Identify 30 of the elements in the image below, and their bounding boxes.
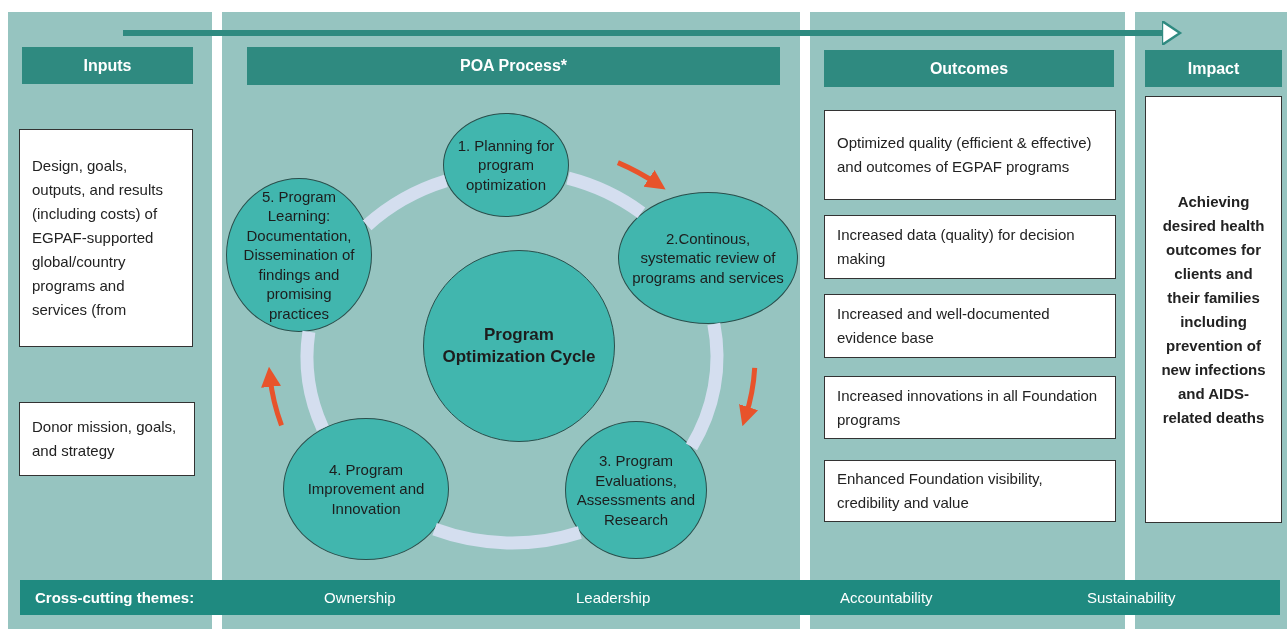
cycle-step-circle: 5. Program Learning: Documentation, Dissemination of findings and promising practices [226,178,372,332]
text-box: Donor mission, goals, and strategy [19,402,195,476]
section-header: POA Process* [247,47,780,85]
cycle-step-circle: 3. Program Evaluations, Assessments and Research [565,421,707,559]
text-box: Design, goals, outputs, and results (including costs) of EGPAF-supported global/country programs and services (from [19,129,193,347]
cycle-step-circle: 4. Program Improvement and Innovation [283,418,449,560]
ring-connector [432,523,582,550]
text-box: Enhanced Foundation visibility, credibility and value [824,460,1116,522]
cycle-step-circle: 1. Planning for program optimization [443,113,569,217]
column-panel [222,12,800,629]
theme-label: Leadership [576,589,651,606]
ring-connector [300,331,329,431]
section-header: Impact [1145,50,1282,87]
text-box: Increased innovations in all Foundation programs [824,376,1116,439]
theme-label: Sustainability [1087,589,1176,606]
theme-heading: Cross-cutting themes: [35,589,195,606]
text-box: Optimized quality (efficient & effective) and outcomes of EGPAF programs [824,110,1116,200]
ring-connector [566,171,645,219]
ring-connector [363,174,449,231]
text-box: Achieving desired health outcomes for clients and their families including prevention of new infections and AIDS-related deaths [1145,96,1282,523]
ring-connector [685,323,724,450]
cycle-step-circle: 2.Continous, systematic review of programs and services [618,192,798,324]
column-panel [8,12,212,629]
theme-label: Accountability [840,589,933,606]
text-box: Increased and well-documented evidence base [824,294,1116,358]
section-header: Inputs [22,47,193,84]
center-circle: Program Optimization Cycle [423,250,615,442]
theme-label: Ownership [324,589,396,606]
section-header: Outcomes [824,50,1114,87]
text-box: Increased data (quality) for decision making [824,215,1116,279]
